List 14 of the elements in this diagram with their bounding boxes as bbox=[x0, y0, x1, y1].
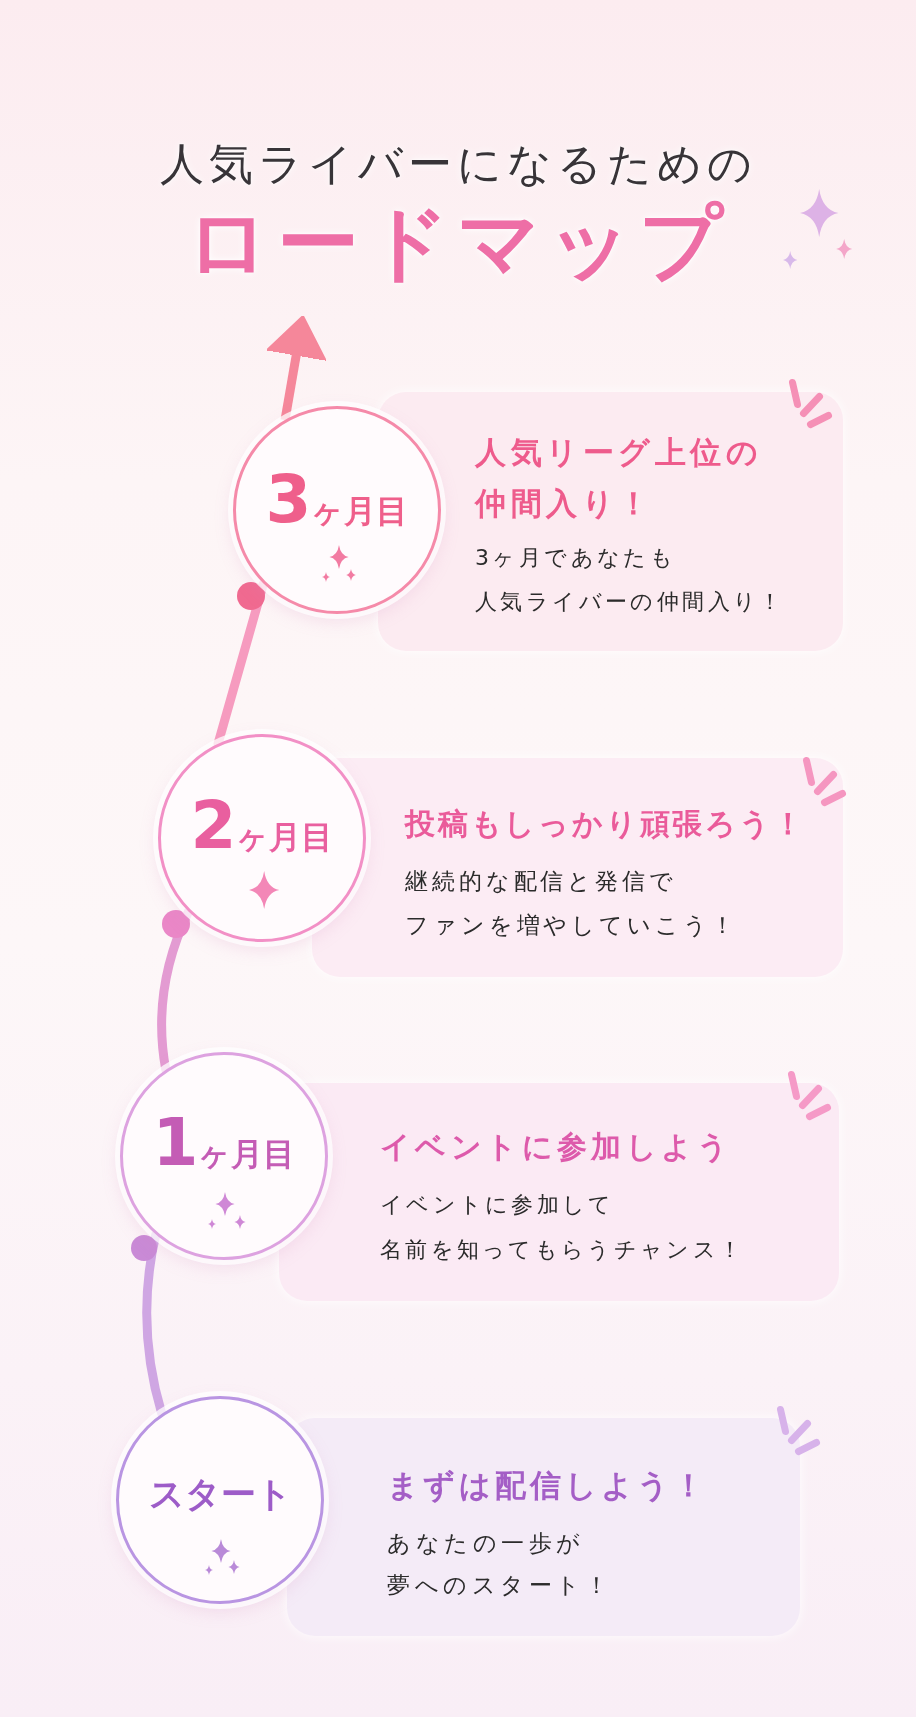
step-label: スタート bbox=[148, 1476, 292, 1512]
step-heading: イベントに参加しよう bbox=[380, 1128, 732, 1166]
step-card bbox=[287, 1418, 800, 1636]
step-description: 3ヶ月であなたも人気ライバーの仲間入り！ bbox=[475, 544, 785, 616]
step-heading: 人気リーグ上位の仲間入り！ bbox=[475, 433, 762, 523]
step-heading: まずは配信しよう！ bbox=[387, 1466, 708, 1505]
step-label: 1ヶ月目 bbox=[152, 1110, 296, 1176]
step-heading: 投稿もしっかり頑張ろう！ bbox=[405, 805, 806, 843]
step-description: 継続的な配信と発信でファンを増やしていこう！ bbox=[405, 867, 738, 940]
title: 人気ライバーになるためのロードマップ bbox=[159, 137, 757, 290]
step-label: 2ヶ月目 bbox=[190, 793, 334, 859]
step-description: イベントに参加して名前を知ってもらうチャンス！ bbox=[380, 1191, 745, 1264]
step-description: あなたの一歩が夢へのスタート！ bbox=[387, 1529, 612, 1600]
step-label: 3ヶ月目 bbox=[265, 467, 409, 533]
